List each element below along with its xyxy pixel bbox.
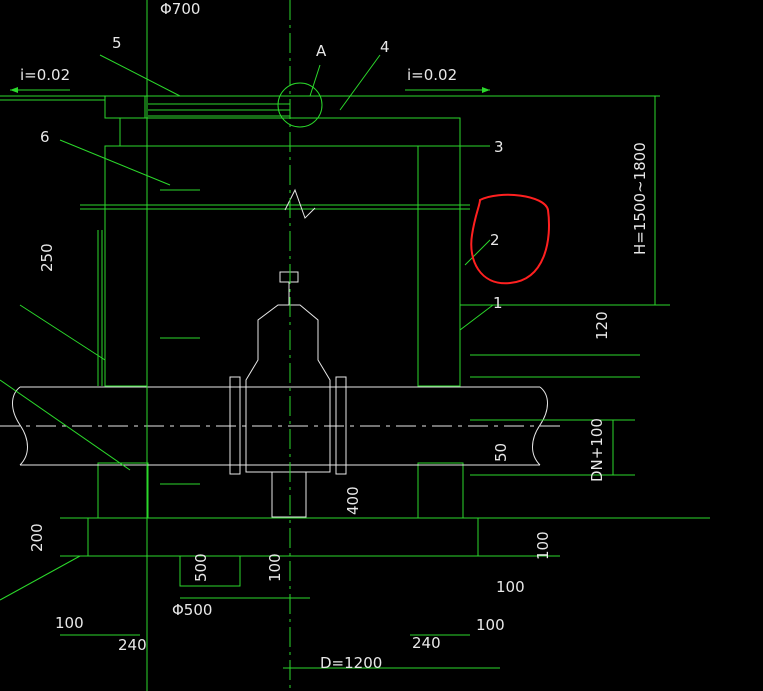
dim-240-left-label: 240 <box>118 636 147 654</box>
h-range-label: H=1500~1800 <box>631 142 649 255</box>
top-dimension-label: Φ700 <box>160 0 200 18</box>
part-2-label: 2 <box>490 231 500 249</box>
part-4-label: 4 <box>380 38 390 56</box>
gate-valve <box>229 271 347 518</box>
dim-100-r2-label: 100 <box>496 578 525 596</box>
dim-400-label: 400 <box>344 486 362 515</box>
dim-250-label: 250 <box>38 243 56 272</box>
dim-100-right-label: 100 <box>534 531 552 560</box>
dimension-lines <box>0 54 670 669</box>
dim-120-label: 120 <box>593 311 611 340</box>
chamber-walls <box>97 145 464 519</box>
base-slab <box>60 517 710 599</box>
dim-50-label: 50 <box>492 443 510 462</box>
dim-dn-label: DN+100 <box>588 418 606 482</box>
red-annotation-circle <box>470 193 550 285</box>
top-slab <box>104 82 461 147</box>
part-1-label: 1 <box>493 294 503 312</box>
slope-right-label: i=0.02 <box>407 66 457 84</box>
part-6-label: 6 <box>40 128 50 146</box>
part-3-label: 3 <box>494 138 504 156</box>
part-5-label: 5 <box>112 34 122 52</box>
slope-left-label: i=0.02 <box>20 66 70 84</box>
main-pipe <box>0 386 560 466</box>
detail-a-label: A <box>316 42 327 60</box>
dim-500-label: 500 <box>192 553 210 582</box>
dim-100-small-label: 100 <box>266 553 284 582</box>
ground-line <box>0 87 660 101</box>
d-width-label: D=1200 <box>320 654 382 672</box>
detail-a-circle <box>277 82 323 128</box>
diameter-500-label: Φ500 <box>172 601 212 619</box>
dim-240-right-label: 240 <box>412 634 441 652</box>
dim-100-left-label: 100 <box>55 614 84 632</box>
dim-200-label: 200 <box>28 523 46 552</box>
dim-100-r3-label: 100 <box>476 616 505 634</box>
